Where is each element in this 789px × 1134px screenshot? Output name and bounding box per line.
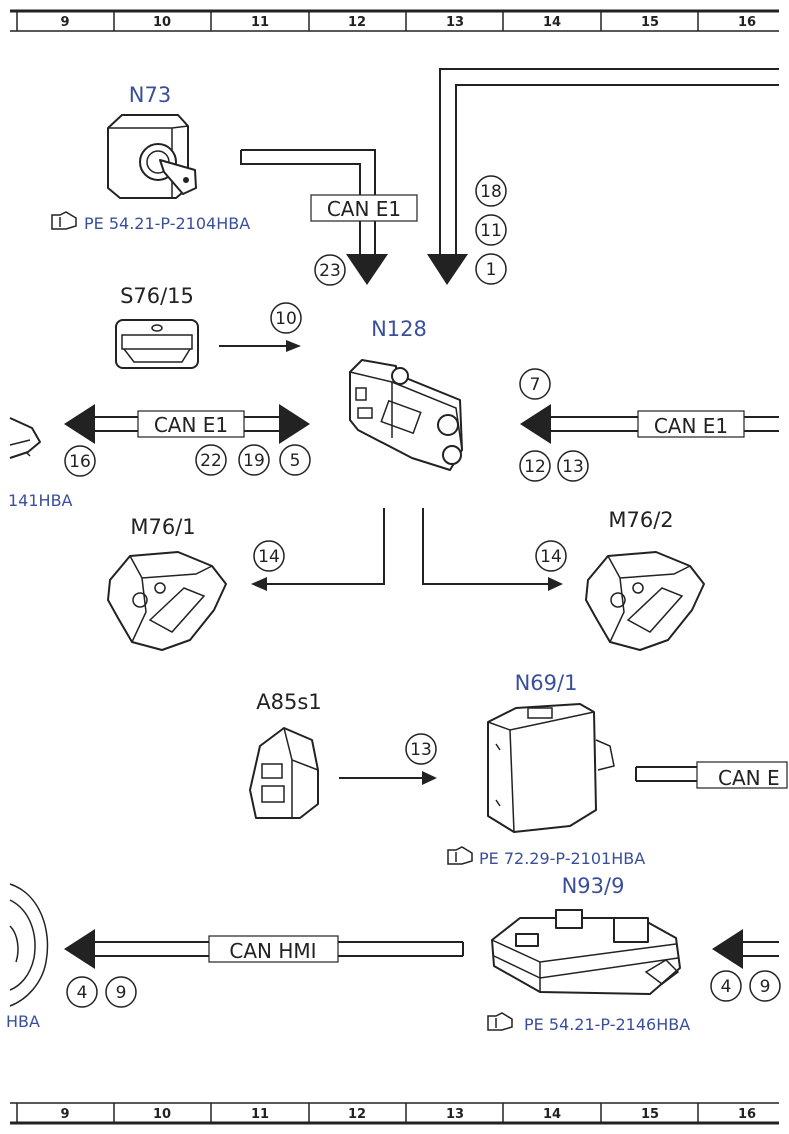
a85s1-switch (249, 727, 319, 819)
signal-number: 4 (721, 977, 732, 997)
m76-2-label: M76/2 (608, 508, 673, 532)
left-can-bus: CAN E1 (64, 404, 310, 444)
ruler-number: 12 (348, 1107, 366, 1122)
bottom-ruler: 9 10 11 12 13 14 15 16 (10, 1102, 779, 1125)
top-right-bus (427, 68, 779, 285)
signal-markers-top: 18 11 1 23 (314, 175, 507, 286)
ruler-number: 15 (641, 15, 659, 30)
signal-markers-bottom: 4 9 4 9 (66, 970, 781, 1008)
ruler-number: 15 (641, 1107, 659, 1122)
ruler-number: 12 (348, 15, 366, 30)
signal-number: 13 (562, 457, 584, 477)
signal-number: 14 (258, 547, 280, 567)
reference-n69: PE 72.29-P-2101HBA (447, 846, 645, 868)
n73-ignition-switch (107, 114, 197, 199)
signal-number: 14 (540, 547, 562, 567)
signal-number: 9 (760, 977, 771, 997)
signal-number: 18 (480, 182, 502, 202)
ruler-number: 11 (251, 15, 269, 30)
m76-1-motor (107, 551, 227, 651)
signal-number: 11 (480, 221, 502, 241)
s76-15-switch (115, 319, 199, 369)
hmi-can-bus: CAN HMI (64, 929, 464, 969)
a85s1-label: A85s1 (256, 690, 321, 714)
n93-9-reference: PE 54.21-P-2146HBA (524, 1015, 690, 1034)
signal-markers-left: 16 22 19 5 (64, 444, 311, 477)
n69-1-reference: PE 72.29-P-2101HBA (479, 849, 645, 868)
n73-can-bus: CAN E1 (240, 149, 418, 285)
ruler-number: 11 (251, 1107, 269, 1122)
n128-label: N128 (371, 317, 427, 341)
ruler-number: 14 (543, 1107, 561, 1122)
signal-number: 1 (486, 260, 497, 280)
signal-number: 22 (200, 451, 222, 471)
signal-markers-right: 7 12 13 (519, 368, 589, 482)
ruler-number: 10 (153, 1107, 171, 1122)
n93-9-control-unit (491, 909, 681, 995)
signal-number: 9 (116, 983, 127, 1003)
left-cut-reference-2: HBA (6, 1012, 40, 1031)
ruler-number: 10 (153, 15, 171, 30)
signal-number: 7 (530, 375, 541, 395)
m76-2-motor (585, 551, 705, 651)
n73-reference: PE 54.21-P-2104HBA (84, 214, 250, 233)
can-bus-label-right: CAN E1 (654, 414, 728, 438)
can-bus-label-n69: CAN E (718, 766, 780, 790)
can-bus-label-hmi: CAN HMI (229, 939, 316, 963)
signal-number: 19 (243, 451, 265, 471)
ruler-number: 13 (446, 15, 464, 30)
n93-9-label: N93/9 (562, 874, 625, 898)
n69-can-bus: CAN E (635, 761, 788, 790)
n128-control-unit (349, 359, 463, 471)
n69-1-control-unit (487, 703, 615, 833)
reference-n73: PE 54.21-P-2104HBA (51, 211, 250, 233)
pointing-hand-icon (51, 211, 77, 230)
pointing-hand-icon (447, 846, 473, 865)
n69-1-label: N69/1 (515, 671, 578, 695)
signal-number: 4 (77, 983, 88, 1003)
pointing-hand-icon (487, 1012, 513, 1031)
n128-to-motors: 14 14 (251, 508, 567, 591)
m76-1-label: M76/1 (130, 515, 195, 539)
right-can-bus: CAN E1 (520, 404, 779, 444)
signal-number: 13 (410, 740, 432, 760)
signal-number: 10 (275, 309, 297, 329)
ruler-number: 13 (446, 1107, 464, 1122)
can-bus-label-top: CAN E1 (327, 197, 401, 221)
ruler-number: 14 (543, 15, 561, 30)
top-ruler: 9 10 11 12 13 14 15 16 (10, 9, 779, 32)
ruler-number: 9 (60, 1107, 69, 1122)
ruler-number: 9 (60, 15, 69, 30)
left-cut-wheel (9, 883, 49, 1007)
s76-15-label: S76/15 (120, 284, 194, 308)
right-bottom-bus (712, 929, 779, 969)
signal-number: 12 (524, 457, 546, 477)
signal-number: 16 (69, 452, 91, 472)
signal-number: 23 (319, 261, 341, 281)
ruler-number: 16 (738, 15, 756, 30)
reference-n93: PE 54.21-P-2146HBA (487, 1012, 690, 1034)
can-bus-label-left: CAN E1 (154, 413, 228, 437)
ruler-number: 16 (738, 1107, 756, 1122)
signal-number: 5 (290, 451, 301, 471)
left-cut-device (9, 417, 41, 459)
left-cut-reference-1: 141HBA (8, 491, 73, 510)
n73-label: N73 (129, 83, 171, 107)
